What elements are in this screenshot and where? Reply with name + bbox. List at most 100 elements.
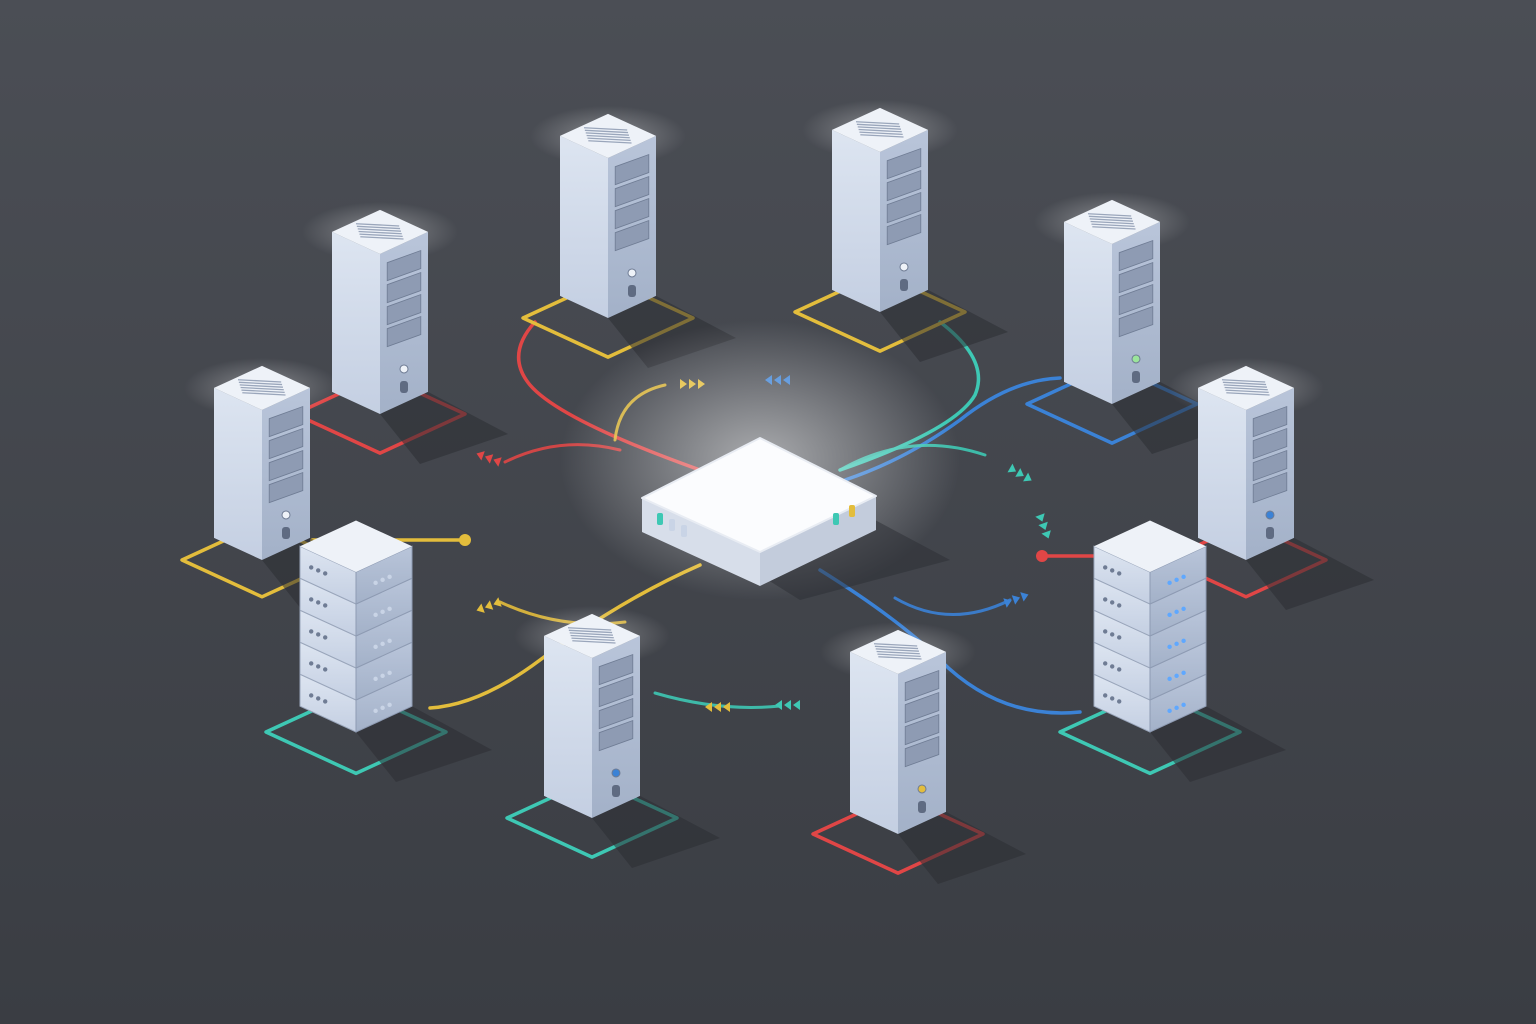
status-led-icon (1117, 635, 1122, 640)
link-endpoint-dot (1036, 550, 1048, 562)
drive-bay (886, 169, 922, 202)
status-led-icon (1181, 670, 1186, 676)
vent-line (240, 386, 284, 391)
central-hub (560, 320, 960, 600)
vent-line (569, 632, 613, 636)
status-led-icon (1174, 673, 1179, 679)
tower-right (1168, 357, 1374, 610)
drive-bay (598, 719, 634, 752)
status-led-icon (1174, 705, 1179, 711)
status-led-icon (1174, 641, 1179, 647)
vent-line (1092, 226, 1136, 230)
vent-line (585, 132, 629, 136)
power-led-icon (399, 364, 409, 374)
status-led-icon (1181, 702, 1186, 708)
vent-line (873, 643, 918, 647)
vent-line (860, 134, 904, 138)
status-led-icon (387, 670, 392, 676)
drive-bay (886, 147, 922, 180)
vent-line (859, 131, 903, 136)
status-led-icon (1103, 693, 1108, 698)
status-led-icon (1167, 580, 1172, 586)
status-led-icon (316, 568, 321, 573)
drive-bay (904, 669, 940, 702)
vent-line (567, 627, 612, 631)
power-button-icon (918, 800, 926, 813)
vent-line (1091, 223, 1135, 228)
status-led-icon (1117, 699, 1122, 704)
drive-bay (1118, 305, 1154, 338)
drive-bay (598, 697, 634, 730)
vent-line (238, 381, 283, 386)
vent-line (360, 236, 404, 240)
drive-bay (598, 675, 634, 708)
status-led-icon (309, 629, 314, 634)
arc-lower-right-blue (893, 596, 1012, 616)
status-led-icon (1167, 708, 1172, 714)
vent-line (586, 134, 630, 139)
tower-bottom-left (514, 605, 720, 868)
vent-line (571, 637, 615, 642)
drive-bay (386, 271, 422, 304)
drive-bay (386, 315, 422, 348)
link-bottom-left-yellow (428, 563, 702, 710)
status-led-icon (316, 632, 321, 637)
status-led-icon (373, 708, 378, 714)
vent-line (1223, 384, 1267, 388)
drive-bay (614, 219, 650, 252)
power-led-icon (899, 262, 909, 272)
hub-led-icon (669, 519, 675, 531)
status-led-icon (1103, 597, 1108, 602)
vent-line (874, 645, 919, 650)
status-led-icon (309, 565, 314, 570)
status-led-icon (387, 638, 392, 644)
status-led-icon (373, 612, 378, 618)
hub-led-icon (849, 505, 855, 517)
flow-arrow-icon (476, 451, 502, 467)
vent-line (570, 634, 614, 639)
power-button-icon (400, 380, 408, 393)
stack-left (299, 520, 492, 782)
status-led-icon (1110, 600, 1115, 605)
status-led-icon (316, 664, 321, 669)
hub-led-icon (657, 513, 663, 525)
tower-top-left-center (530, 105, 736, 368)
status-led-icon (1167, 612, 1172, 618)
drive-bay (1118, 261, 1154, 294)
vent-line (857, 126, 901, 130)
status-led-icon (1117, 603, 1122, 608)
vent-line (583, 127, 628, 131)
vent-line (584, 129, 629, 134)
tower-upper-left (302, 201, 508, 464)
drive-bay (1252, 427, 1288, 460)
vent-line (1090, 220, 1134, 225)
status-led-icon (1174, 609, 1179, 615)
power-button-icon (1132, 370, 1140, 383)
drive-bay (886, 213, 922, 246)
status-led-icon (1181, 638, 1186, 644)
drive-bay (386, 293, 422, 326)
link-endpoint-dot (459, 534, 471, 546)
tower-bottom-right (820, 621, 1026, 884)
status-led-icon (380, 705, 385, 711)
drive-bay (598, 653, 634, 686)
power-led-icon (917, 784, 927, 794)
status-led-icon (1110, 632, 1115, 637)
drive-bay (1252, 449, 1288, 482)
status-led-icon (1110, 664, 1115, 669)
drive-bay (1118, 283, 1154, 316)
vent-line (856, 123, 901, 128)
drive-bay (268, 405, 304, 438)
vent-line (242, 392, 286, 396)
vent-line (1221, 379, 1266, 383)
drive-bay (268, 471, 304, 504)
vent-line (572, 640, 616, 644)
vent-line (587, 137, 631, 142)
vent-line (1222, 381, 1267, 386)
status-led-icon (323, 603, 328, 608)
vent-line (237, 379, 282, 383)
status-led-icon (323, 699, 328, 704)
status-led-icon (380, 577, 385, 583)
vent-line (855, 121, 900, 125)
